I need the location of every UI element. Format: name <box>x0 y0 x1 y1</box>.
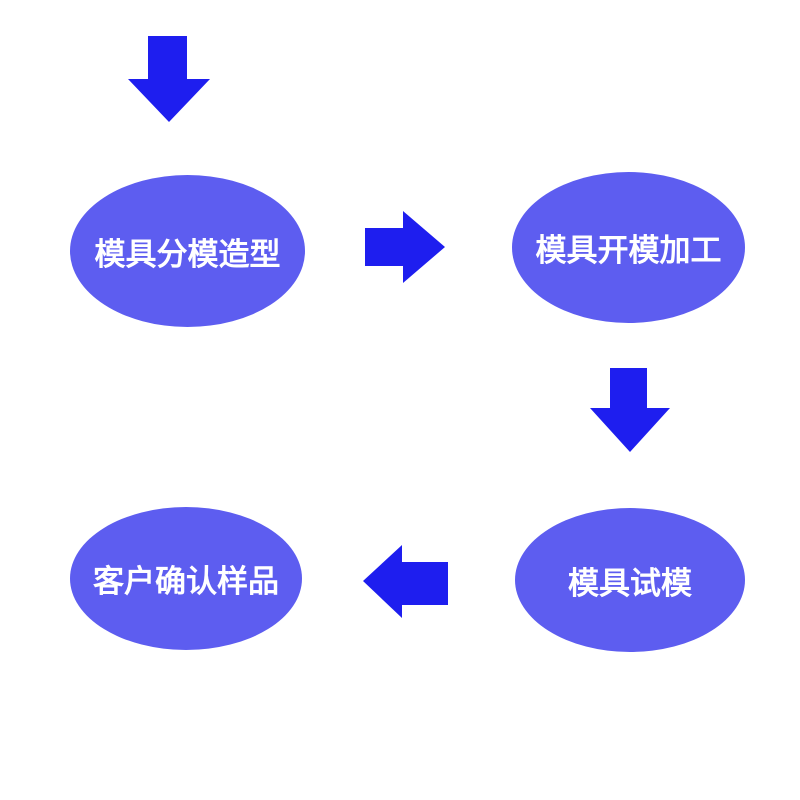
left-arrow-shape <box>363 545 448 618</box>
flow-node-label: 模具开模加工 <box>535 233 722 268</box>
flow-node-label: 模具分模造型 <box>94 236 281 272</box>
flow-node-label: 模具试模 <box>568 565 692 601</box>
flow-node-mold-parting-design: 模具分模造型 <box>70 175 305 327</box>
right-arrow-shape <box>365 211 445 283</box>
flow-node-label: 客户确认样品 <box>93 564 279 599</box>
down-arrow-icon <box>128 36 210 122</box>
left-arrow-icon <box>363 545 448 618</box>
flow-node-mold-trial: 模具试模 <box>515 508 745 652</box>
flow-node-customer-sample-approval: 客户确认样品 <box>70 507 302 650</box>
down-arrow-shape <box>128 36 210 122</box>
flow-node-mold-machining: 模具开模加工 <box>512 172 745 323</box>
down-arrow-shape <box>590 368 670 452</box>
right-arrow-icon <box>365 211 445 283</box>
down-arrow-icon <box>590 368 670 452</box>
